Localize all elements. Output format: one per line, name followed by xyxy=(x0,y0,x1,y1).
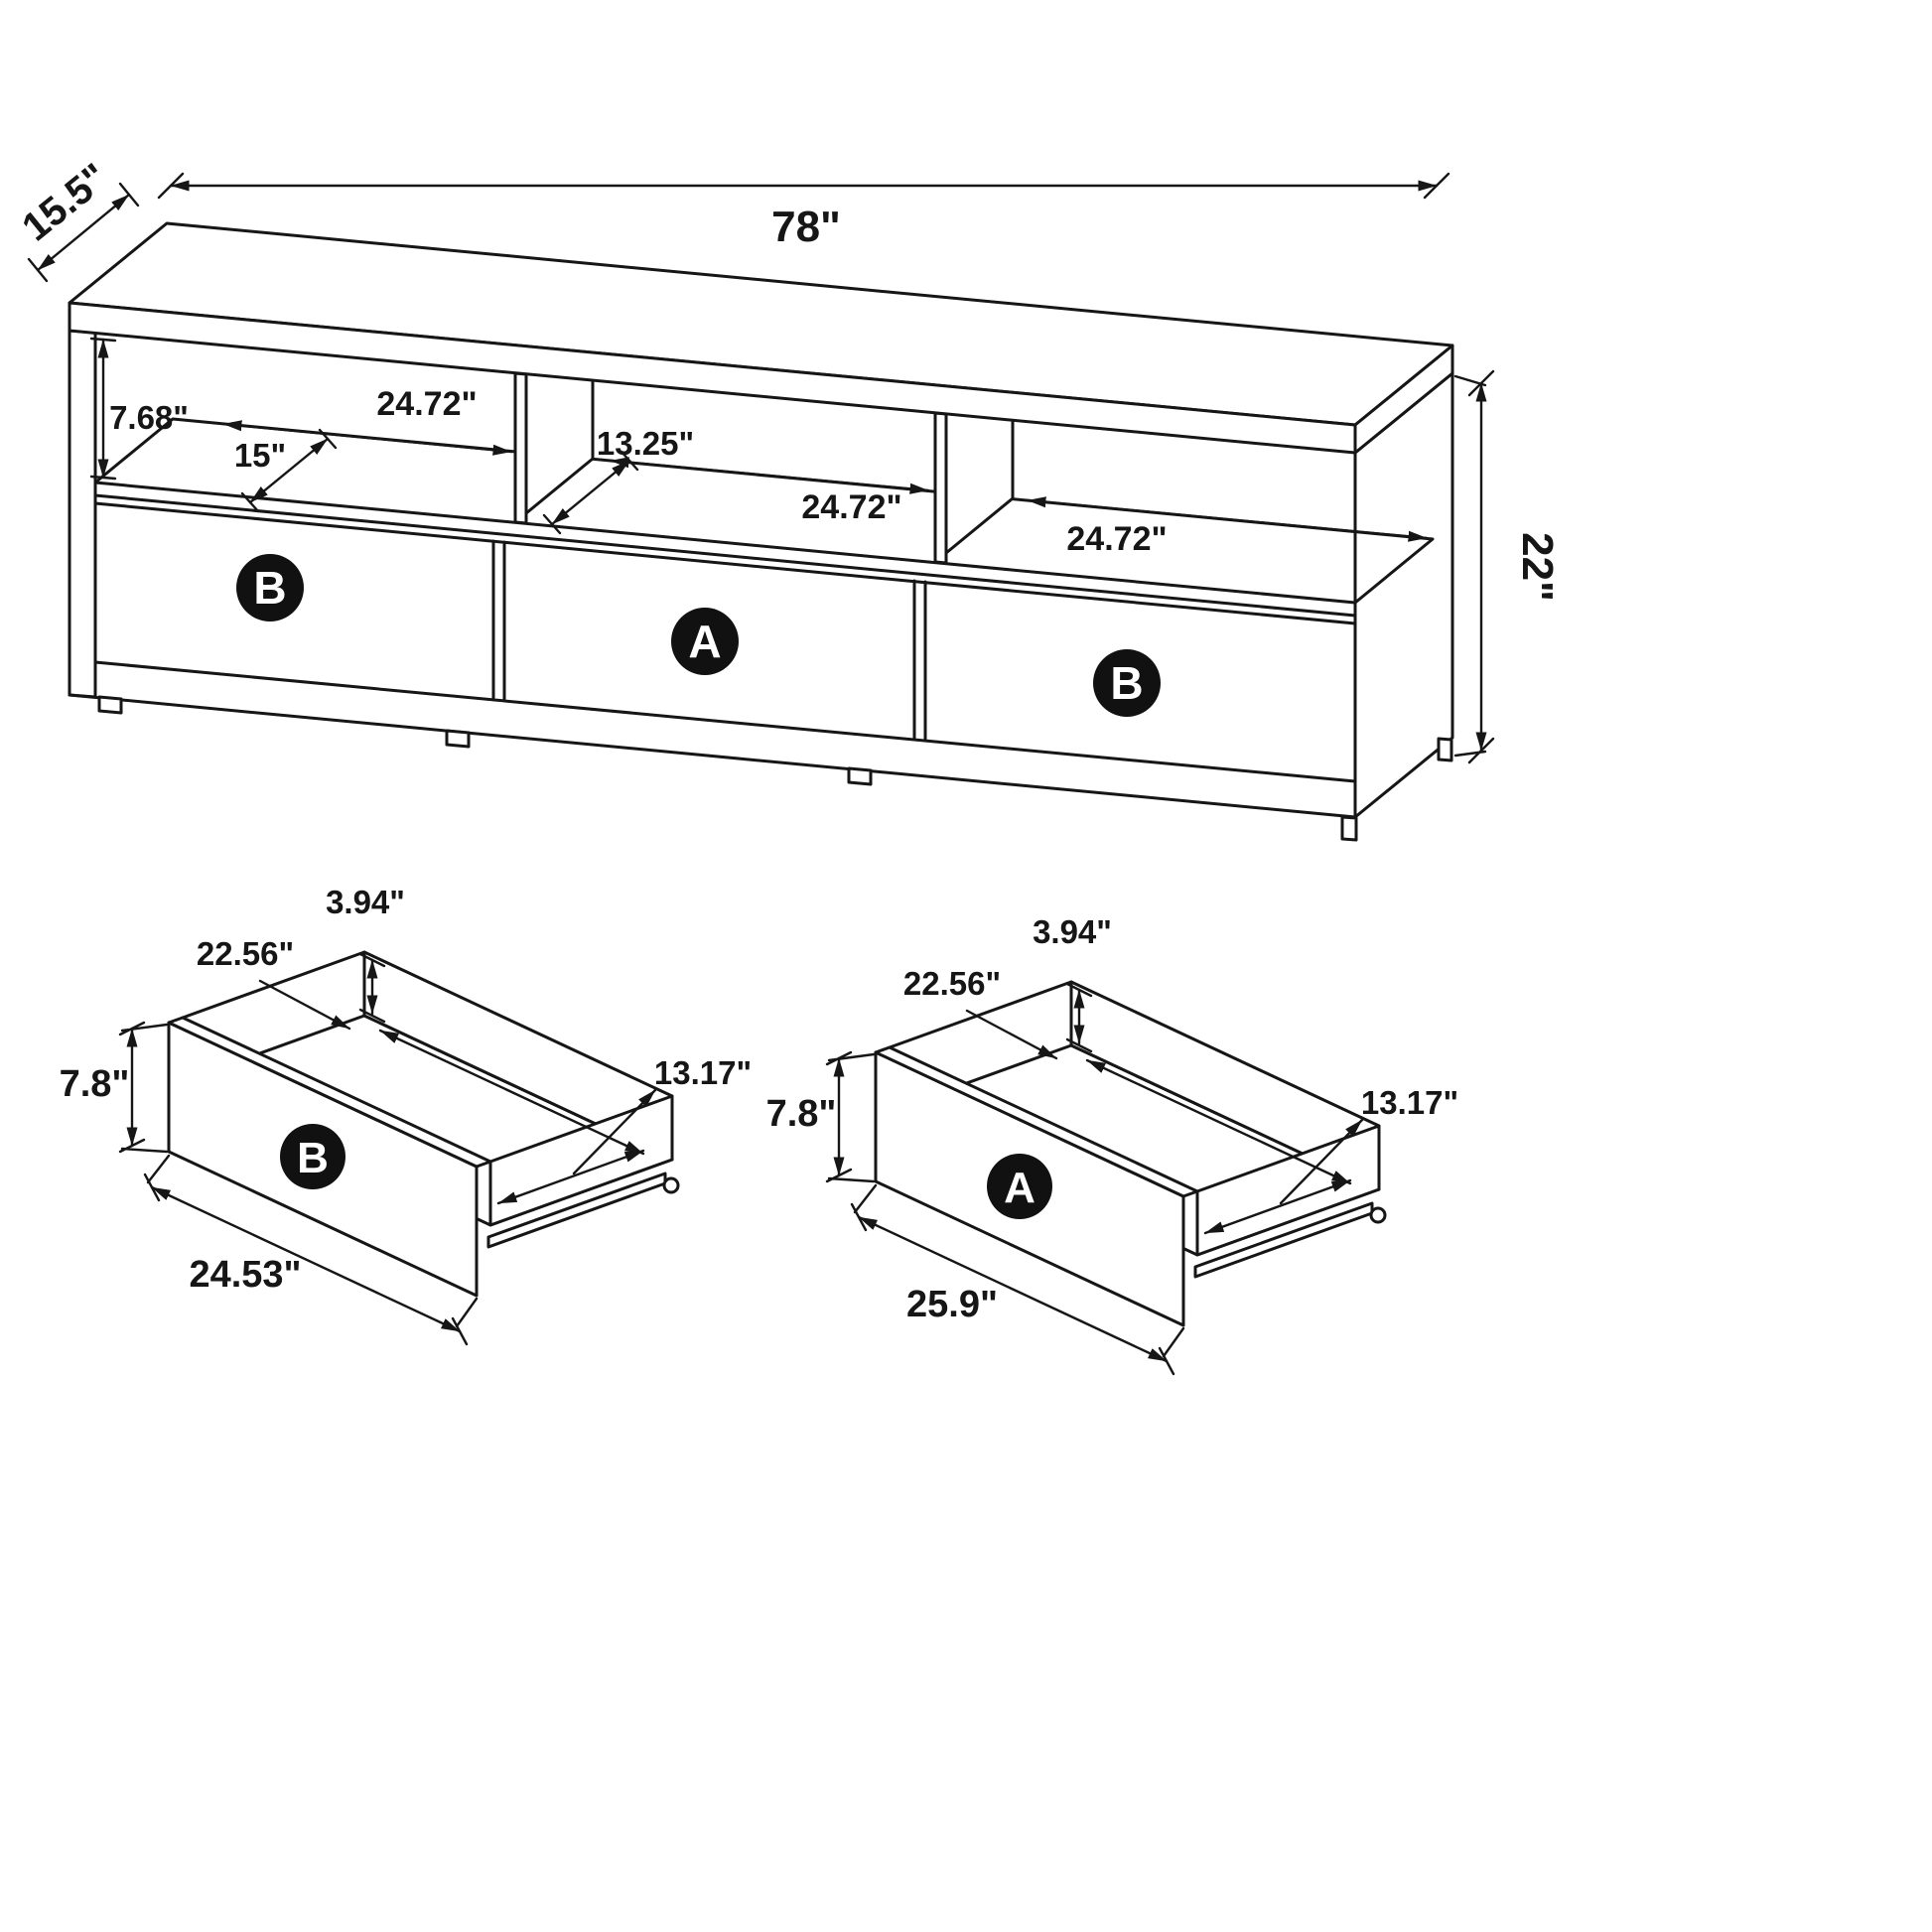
dim-opening-width-right-arrow xyxy=(1026,496,1429,542)
dim-overall-depth-ticks xyxy=(27,182,140,283)
dim-overall-width-label: 78" xyxy=(771,203,841,251)
dim-opening-depth-label: 15" xyxy=(234,437,286,474)
dim-opening-width-left-arrow xyxy=(221,420,513,456)
drawer-a-badge xyxy=(987,1154,1052,1219)
dim-opening-depth-ticks xyxy=(240,428,338,513)
dim-opening-width-center-arrow xyxy=(609,457,930,494)
drawer-b-interior-depth-label: 13.17" xyxy=(654,1054,752,1091)
drawer-b-interior-width-label: 22.56" xyxy=(197,935,294,972)
drawer-b-badge-letter: B xyxy=(297,1134,329,1182)
stand-drawer-center-badge-letter: A xyxy=(688,616,721,667)
tv-stand-view: 78" 15.5" 22" 7.68" 24.72" 24.72" 24.72"… xyxy=(14,155,1562,842)
stand-shelf-front-face xyxy=(93,481,1357,618)
drawer-b-front-width-label: 24.53" xyxy=(189,1254,301,1296)
stand-drawer-center-badge xyxy=(671,608,739,675)
dim-overall-height-ticks xyxy=(1453,369,1495,764)
stand-drawer-left-badge-letter: B xyxy=(253,562,286,614)
drawer-b-badge xyxy=(280,1124,345,1189)
dim-opening-width-center-label: 24.72" xyxy=(801,488,901,526)
dim-divider-depth-label: 13.25" xyxy=(597,425,694,462)
dim-opening-width-left-label: 24.72" xyxy=(376,385,477,423)
drawer-a-interior-height-label: 3.94" xyxy=(1033,913,1112,950)
stand-left-side-panel xyxy=(68,329,97,699)
drawer-a-interior-width-label: 22.56" xyxy=(903,965,1001,1002)
dim-divider-depth-ticks xyxy=(542,450,639,535)
drawer-b-view: 3.94" 22.56" 7.8" 13.17" 24.53" B xyxy=(60,884,752,1344)
drawer-b-interior-height-label: 3.94" xyxy=(326,884,405,920)
stand-top-right-face xyxy=(1353,344,1454,455)
dim-opening-height-ticks xyxy=(89,337,117,481)
dim-overall-depth-arrow xyxy=(36,193,131,272)
stand-drawer-front-edges xyxy=(93,501,1357,783)
drawer-a-front-width-label: 25.9" xyxy=(906,1284,998,1325)
dim-opening-width-right-label: 24.72" xyxy=(1066,520,1167,558)
stand-base-bottom-edge xyxy=(68,693,1357,819)
drawer-a-view: 3.94" 22.56" 7.8" 13.17" 25.9" A xyxy=(766,913,1458,1374)
stand-divider-right-front xyxy=(933,411,948,565)
stand-drawer-right-badge xyxy=(1093,649,1161,717)
stand-drawer-left-badge xyxy=(236,554,304,621)
dim-divider-depth-arrow xyxy=(550,459,631,526)
drawer-b-front-height-label: 7.8" xyxy=(60,1063,130,1105)
drawer-a-interior-depth-label: 13.17" xyxy=(1361,1084,1458,1121)
dim-opening-height-label: 7.68" xyxy=(109,399,189,436)
stand-drawer-right-badge-letter: B xyxy=(1110,657,1143,709)
stand-divider-left-front xyxy=(513,371,528,525)
dim-overall-width-ticks xyxy=(157,172,1450,200)
drawer-a-badge-letter: A xyxy=(1004,1164,1035,1212)
stand-feet xyxy=(97,695,1453,842)
drawer-a-front-height-label: 7.8" xyxy=(766,1093,837,1135)
dim-opening-depth-arrow xyxy=(248,437,330,504)
dim-overall-height-label: 22" xyxy=(1513,532,1562,602)
